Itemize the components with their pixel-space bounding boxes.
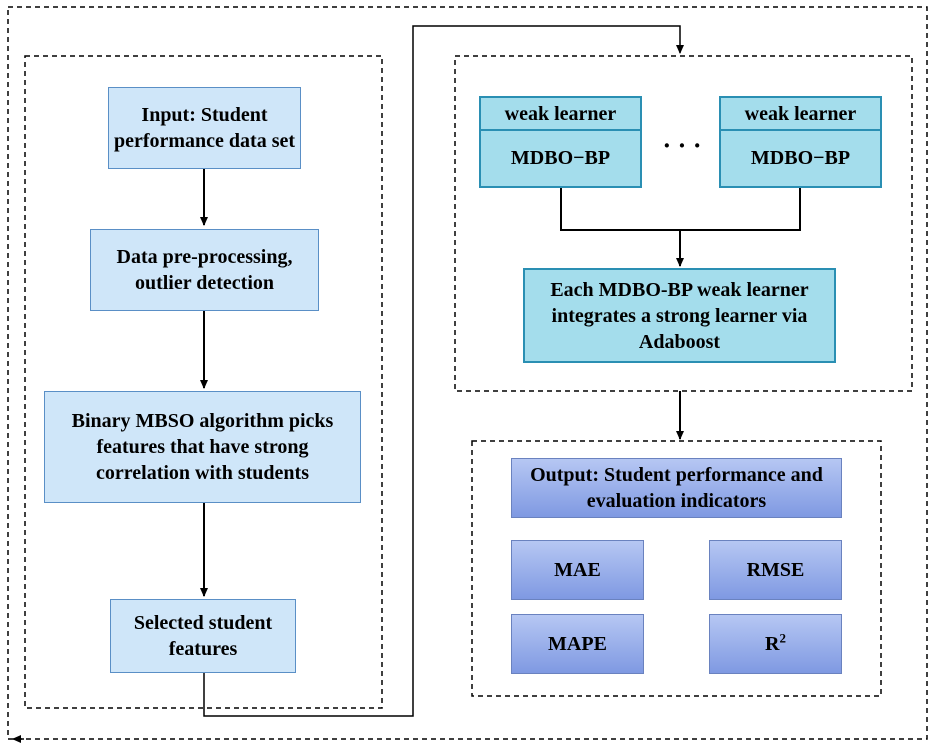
merge-line-weak-learners (560, 188, 801, 231)
metric-mae-label: MAE (554, 559, 601, 581)
feature-selection-box: Binary MBSO algorithm picks features tha… (44, 391, 361, 503)
metric-mae-box: MAE (511, 540, 644, 600)
output-title-box: Output: Student performance and evaluati… (511, 458, 842, 518)
metric-rmse-label: RMSE (746, 559, 805, 581)
metric-r2-box: R2 (709, 614, 842, 674)
ensemble-dashed-group (454, 55, 913, 392)
metric-r2-label: R2 (765, 630, 786, 655)
arrow-selected-to-ensemble (203, 25, 684, 717)
weak-learner-box-1: weak learner MDBO−BP (479, 96, 642, 188)
weak-learner-2-body: MDBO−BP (750, 146, 851, 169)
strong-learner-box-text: Each MDBO-BP weak learner integrates a s… (550, 278, 809, 353)
weak-learner-2-header: weak learner (721, 98, 880, 131)
weak-learner-box-2: weak learner MDBO−BP (719, 96, 882, 188)
metric-mape-box: MAPE (511, 614, 644, 674)
metric-r2-superscript: 2 (779, 630, 786, 646)
left-dashed-group (24, 55, 383, 709)
selected-features-box-text: Selected student features (133, 612, 273, 660)
output-dashed-group (471, 440, 882, 697)
selected-features-box: Selected student features (110, 599, 296, 673)
outer-dashed-frame (7, 6, 928, 740)
preprocess-box-text: Data pre-processing, outlier detection (116, 246, 293, 294)
feature-selection-box-text: Binary MBSO algorithm picks features tha… (71, 410, 334, 484)
weak-learner-1-body: MDBO−BP (510, 146, 611, 169)
metric-rmse-box: RMSE (709, 540, 842, 600)
metric-mape-label: MAPE (548, 633, 607, 655)
preprocess-box: Data pre-processing, outlier detection (90, 229, 319, 311)
input-box-text: Input: Student performance data set (113, 104, 296, 152)
input-box: Input: Student performance data set (108, 87, 301, 169)
weak-learner-1-header: weak learner (481, 98, 640, 131)
output-title-text: Output: Student performance and evaluati… (530, 464, 823, 512)
strong-learner-box: Each MDBO-BP weak learner integrates a s… (523, 268, 836, 363)
ellipsis-label: · · · (662, 131, 702, 161)
